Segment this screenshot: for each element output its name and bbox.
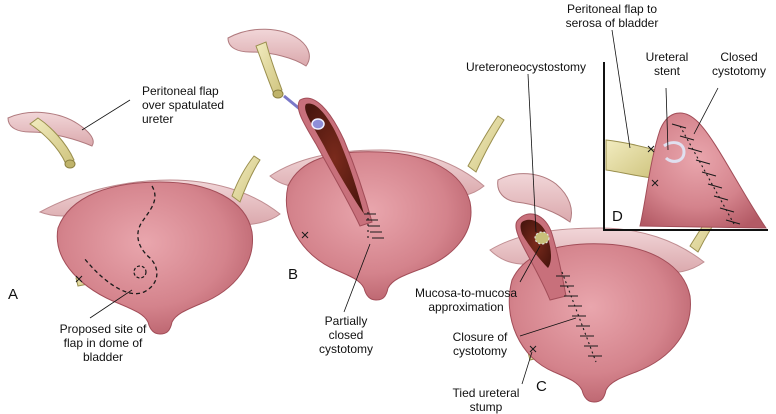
panel-a-drawing (7, 99, 281, 335)
closure-sutures-c (556, 271, 602, 363)
flap-mucosa-b (305, 103, 364, 214)
label-ureteroneocystostomy: Ureteroneocystostomy (466, 60, 587, 74)
stent-d (663, 141, 686, 163)
flap-lumen-c (520, 219, 551, 268)
tie-b (301, 231, 309, 239)
leader-ureteroneocystostomy (527, 73, 537, 233)
proposed-ureter-site (133, 265, 147, 279)
label-peritoneal-flap-over-ureter: Peritoneal flap over spatulated ureter (142, 84, 225, 126)
proposed-flap-outline (83, 185, 158, 295)
ureter-a (29, 117, 75, 165)
inset-frame (603, 62, 768, 231)
tie-c (529, 345, 537, 353)
ureter-b-end (272, 89, 284, 99)
ureter-right-a (231, 155, 261, 203)
closed-sutures-d (671, 123, 741, 225)
ureter-b (255, 41, 283, 95)
leader-tied-stump (521, 351, 533, 385)
peritoneal-flap-b (227, 28, 310, 67)
panel-label-a: A (8, 286, 19, 303)
panel-b-drawing (227, 28, 505, 313)
panel-label-b: B (288, 266, 299, 283)
leader-ureteral-stent (665, 87, 669, 151)
ureter-a-end (64, 159, 76, 169)
label-tied-ureteral-stump: Tied ureteral stump (452, 386, 520, 414)
label-proposed-site: Proposed site of flap in dome of bladder (59, 322, 147, 364)
ureter-right-b (467, 115, 505, 173)
label-ureteral-stent: Ureteral stent (645, 50, 689, 78)
label-closure-of-cystotomy: Closure of cystotomy (452, 330, 508, 358)
leader-mucosa (519, 245, 541, 283)
panel-d-drawing (603, 29, 768, 231)
flap-sutures-d (647, 145, 659, 187)
bladder-a (56, 181, 254, 335)
leader-flap-to-serosa (611, 29, 631, 149)
panel-label-d: D (612, 208, 623, 225)
anastomosis-c (534, 231, 550, 245)
ureter-d (605, 139, 657, 179)
leader-closure (519, 317, 577, 337)
ureter-in-flap-b (311, 118, 325, 130)
leader-partially-closed (343, 243, 371, 313)
partial-sutures-b (364, 212, 384, 242)
leader-proposed-site (89, 289, 133, 319)
panel-c-drawing (489, 73, 727, 403)
tie-a (75, 275, 83, 283)
bladder-d (639, 112, 767, 229)
label-mucosa-to-mucosa: Mucosa-to-mucosa approximation (414, 286, 518, 314)
leader-closed-cystotomy (693, 87, 719, 135)
label-closed-cystotomy: Closed cystotomy (711, 50, 766, 78)
label-peritoneal-flap-to-serosa: Peritoneal flap to serosa of bladder (565, 2, 659, 30)
panel-label-c: C (536, 378, 547, 395)
leader-peritoneal-flap (81, 99, 131, 131)
label-partially-closed: Partially closed cystotomy (318, 314, 373, 356)
